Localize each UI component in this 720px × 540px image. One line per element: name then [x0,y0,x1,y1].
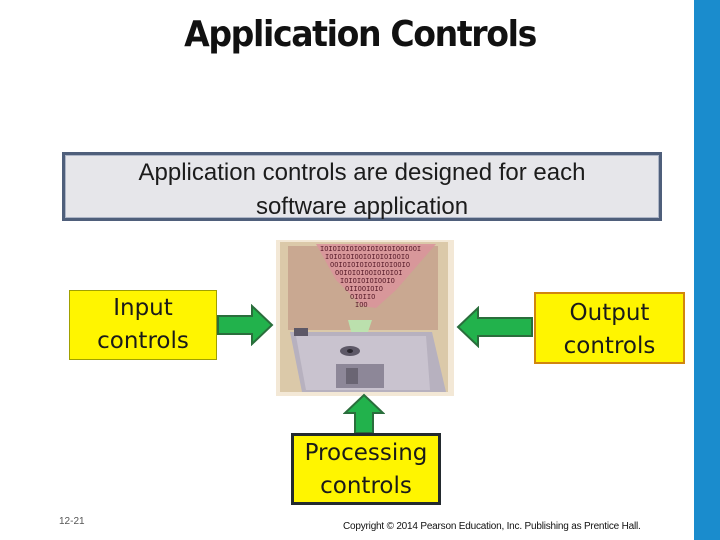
input-controls-line2: controls [97,328,189,354]
processing-controls-line1: Processing [304,440,428,466]
binary-row: IOIOIOIOIOOIO [340,277,395,285]
main-statement-box: Application controls are designed for ea… [62,152,662,221]
binary-row: OOIOIOIOOIOIOIOI [335,269,402,277]
binary-row: OOIOIOIOIOIOIOIOOIO [330,261,410,269]
binary-row: OIIOOIOIO [345,285,383,293]
binary-row: OIOIIO [350,293,375,301]
output-arrow [456,306,533,348]
binary-row: IOIOIOIOOIOIOIOIOOIO [325,253,409,261]
processing-arrow [343,393,385,434]
binary-row: IOIOIOIOIOOIOIOIOIOOIOOI [320,245,421,253]
disk-binary-illustration: IOIOIOIOIOOIOIOIOIOOIOOIIOIOIOIOOIOIOIOI… [276,240,454,396]
slide-title: Application Controls [184,14,537,55]
copyright-text: Copyright © 2014 Pearson Education, Inc.… [343,521,641,532]
output-controls-box: Output controls [534,292,685,364]
input-controls-box: Input controls [69,290,217,360]
input-controls-line1: Input [113,295,173,321]
main-statement-line1: Application controls are designed for ea… [138,159,586,186]
output-controls-line1: Output [569,300,650,326]
main-statement-line2: software application [255,193,469,220]
processing-controls-line2: controls [320,473,412,499]
page-number: 12-21 [59,516,85,527]
output-controls-line2: controls [563,333,656,359]
accent-bar [694,0,720,540]
input-arrow [217,304,274,346]
binary-row: IOO [355,301,368,309]
processing-controls-box: Processing controls [291,433,441,505]
